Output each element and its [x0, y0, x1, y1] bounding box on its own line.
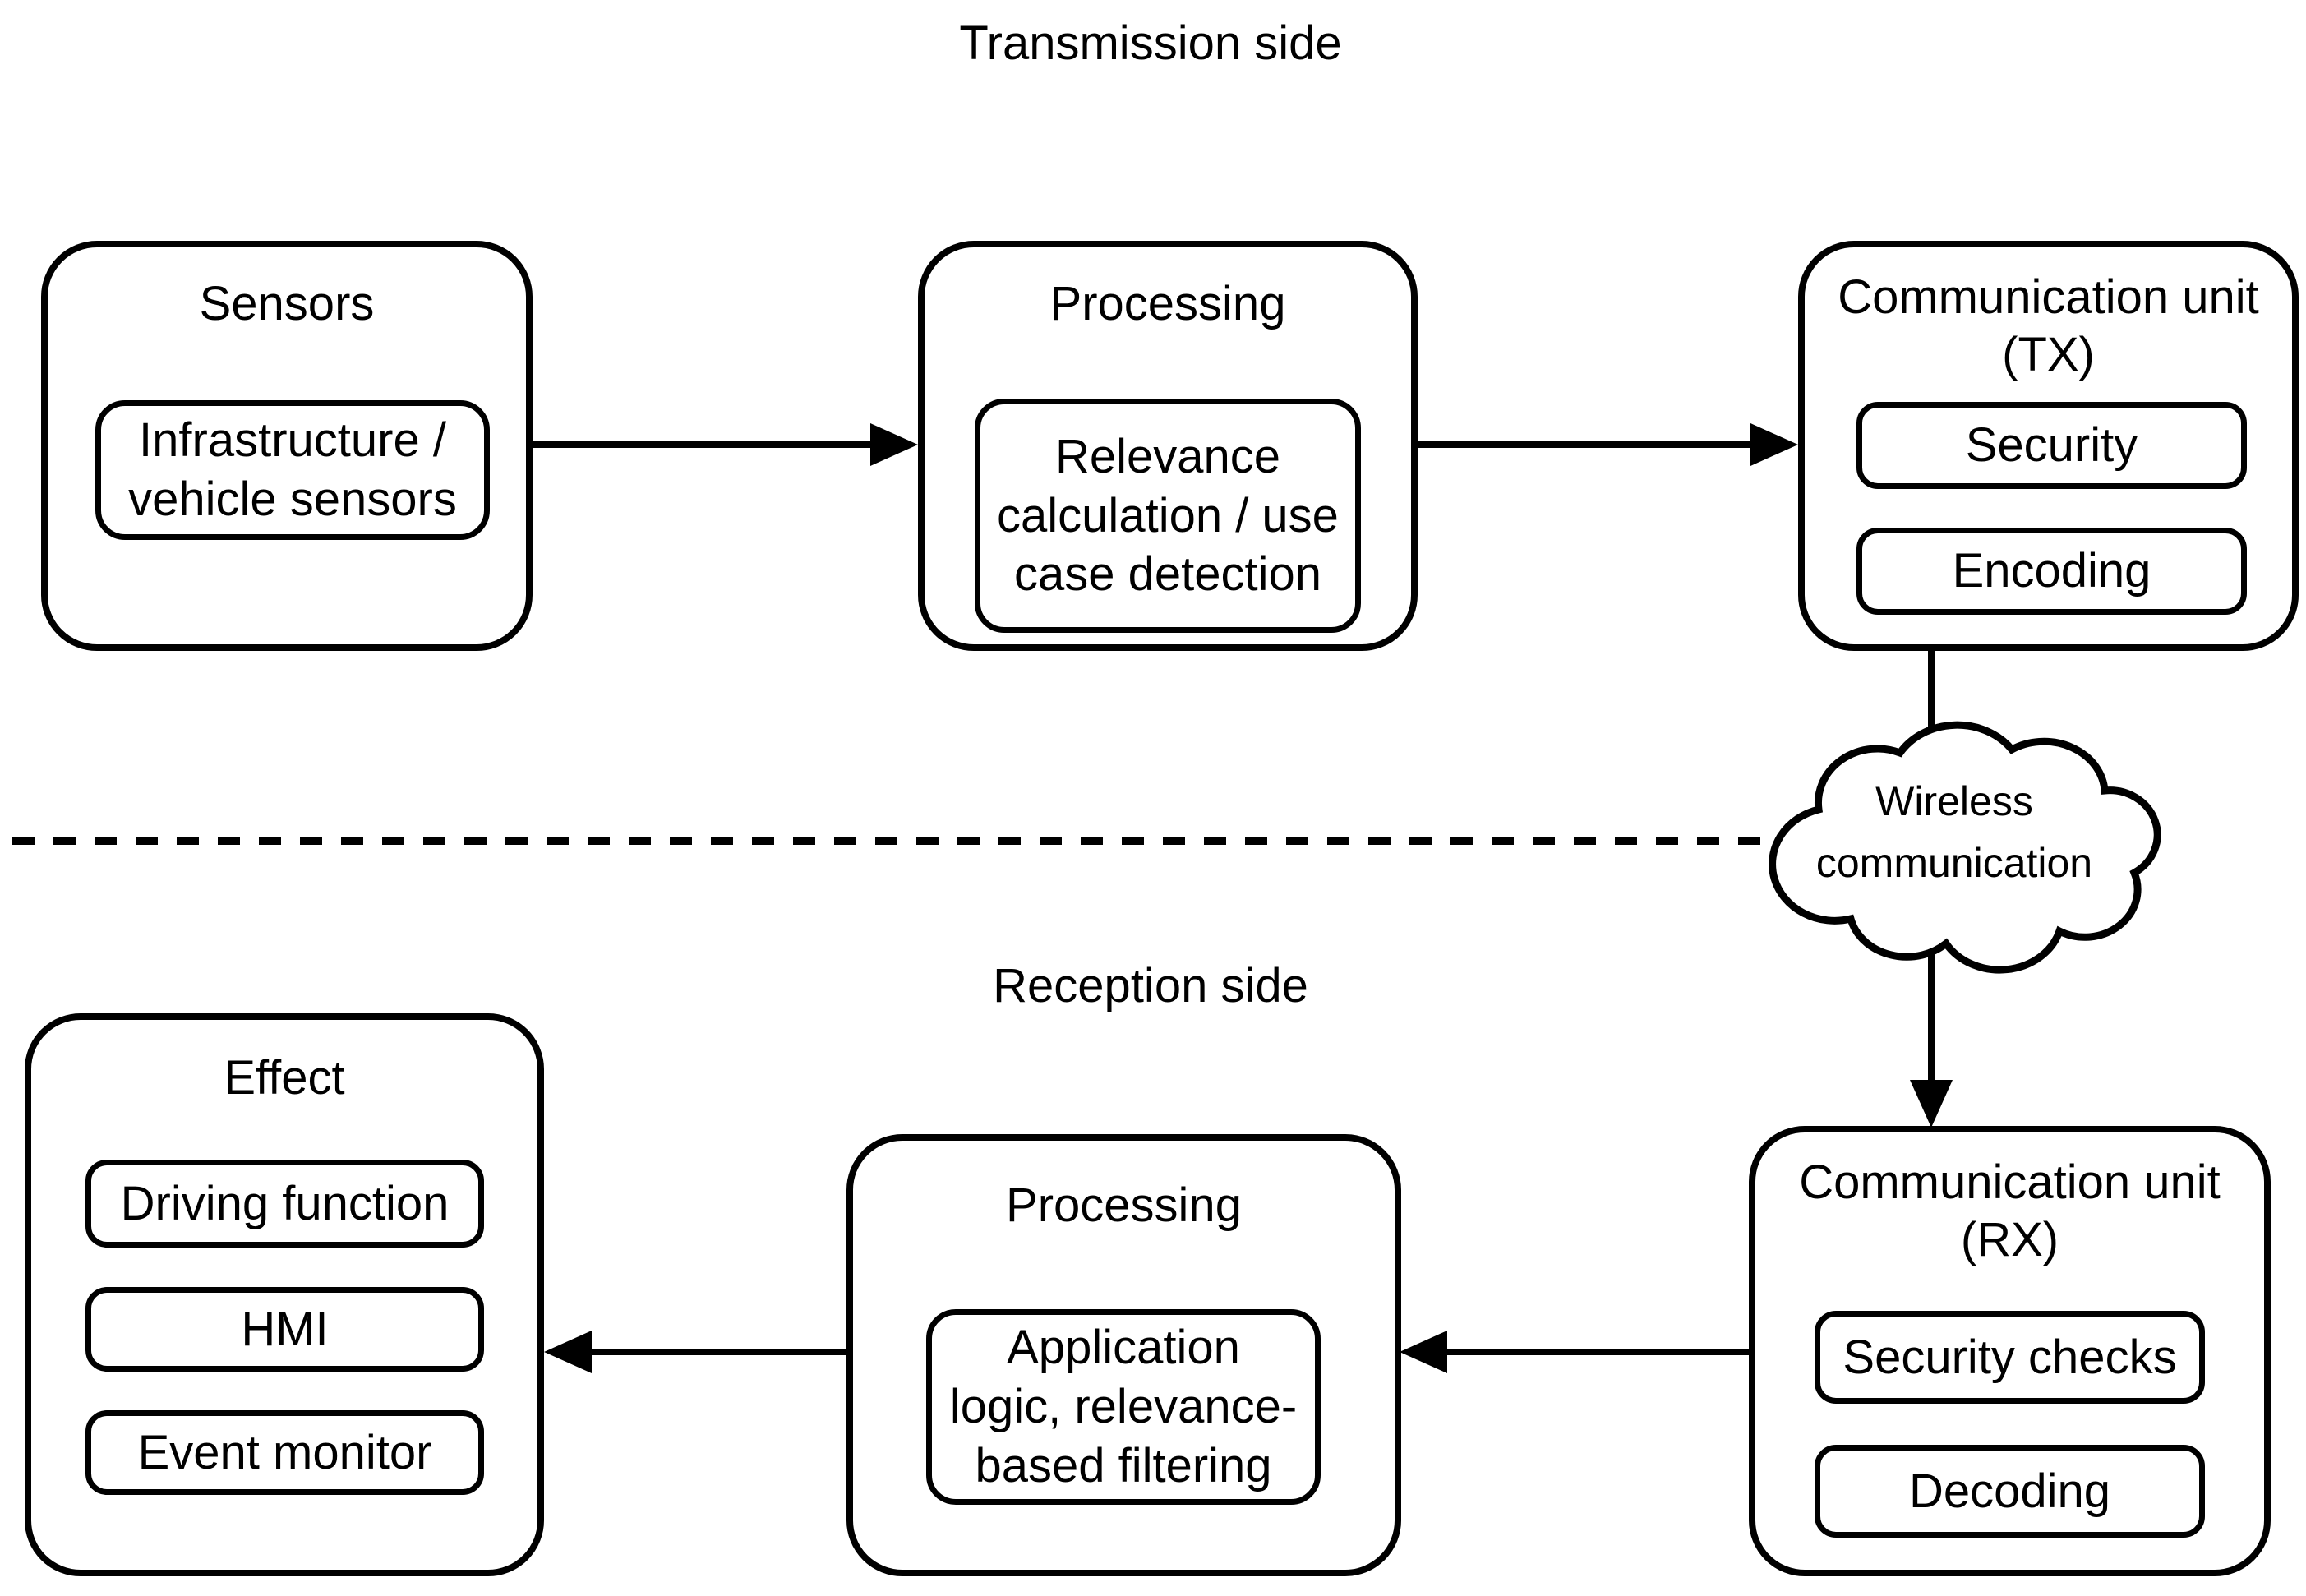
relevance-calculation-box: Relevance calculation / use case detecti… [975, 399, 1361, 633]
comm-unit-tx-title-line2: (TX) [2002, 327, 2095, 381]
encoding-label: Encoding [1952, 544, 2151, 598]
arrow-processing-to-comm-tx [1418, 423, 1798, 466]
arrow-processing-to-effect [544, 1331, 846, 1373]
event-monitor-box: Event monitor [85, 1410, 484, 1495]
sensors-box: Sensors Infrastructure / vehicle sensors [41, 241, 533, 651]
driving-function-label: Driving function [120, 1176, 450, 1230]
comm-unit-rx-box: Communication unit (RX) Security checks … [1749, 1126, 2271, 1576]
relevance-calculation-line1: Relevance [1054, 429, 1281, 483]
arrow-sensors-to-processing [533, 423, 918, 466]
reception-side-label: Reception side [993, 959, 1308, 1012]
relevance-calculation-line3: case detection [1013, 547, 1322, 602]
arrow-comm-rx-to-processing [1400, 1331, 1749, 1373]
processing-tx-box-title: Processing [1049, 277, 1286, 330]
decoding-label: Decoding [1908, 1464, 2111, 1518]
relevance-calculation-line2: calculation / use [997, 488, 1339, 542]
application-logic-line1: Application [1007, 1321, 1240, 1375]
hmi-label: HMI [241, 1302, 329, 1356]
security-box: Security [1856, 402, 2247, 489]
application-logic-box: Application logic, relevance- based filt… [926, 1309, 1321, 1505]
transmission-side-label: Transmission side [959, 16, 1342, 70]
effect-box: Effect Driving function HMI Event monito… [25, 1013, 544, 1576]
comm-unit-tx-title-line1: Communication unit [1838, 270, 2259, 324]
wireless-communication-line1: Wireless [1875, 778, 2033, 824]
wireless-communication-label: Wireless communication [1773, 771, 2135, 894]
sensors-box-title: Sensors [199, 277, 375, 330]
infrastructure-vehicle-sensors-line2: vehicle sensors [128, 473, 457, 526]
encoding-box: Encoding [1856, 528, 2247, 615]
processing-rx-box: Processing Application logic, relevance-… [846, 1134, 1401, 1576]
processing-rx-box-title: Processing [1006, 1179, 1242, 1232]
security-checks-label: Security checks [1842, 1330, 2177, 1384]
event-monitor-label: Event monitor [137, 1425, 432, 1479]
processing-tx-box: Processing Relevance calculation / use c… [918, 241, 1418, 651]
comm-unit-rx-title-line1: Communication unit [1799, 1155, 2221, 1209]
security-checks-box: Security checks [1815, 1311, 2205, 1404]
comm-unit-tx-title: Communication unit (TX) [1805, 269, 2292, 383]
comm-unit-rx-title-line2: (RX) [1960, 1212, 2059, 1266]
decoding-box: Decoding [1815, 1445, 2205, 1538]
wireless-communication-line2: communication [1815, 840, 2093, 886]
application-logic-line3: based filtering [975, 1438, 1272, 1492]
application-logic-line2: logic, relevance- [949, 1380, 1298, 1434]
hmi-box: HMI [85, 1287, 484, 1372]
effect-box-title: Effect [224, 1051, 345, 1105]
driving-function-box: Driving function [85, 1160, 484, 1248]
cloud-shape [1769, 721, 2161, 974]
comm-unit-tx-box: Communication unit (TX) Security Encodin… [1798, 241, 2299, 651]
infrastructure-vehicle-sensors-box: Infrastructure / vehicle sensors [95, 400, 490, 540]
security-label: Security [1965, 418, 2138, 473]
infrastructure-vehicle-sensors-line1: Infrastructure / [139, 413, 446, 468]
comm-unit-rx-title: Communication unit (RX) [1755, 1154, 2264, 1268]
